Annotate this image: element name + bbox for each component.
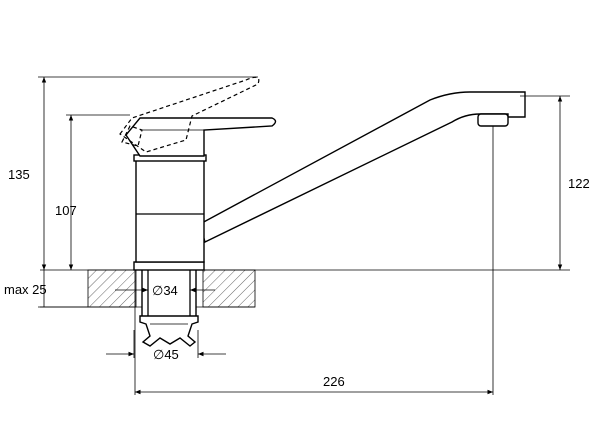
lever-handle-raised-outline [119,76,260,153]
dimension-nut-diameter: ∅45 [106,330,226,362]
dimension-overall-height: 135 [8,77,47,270]
dimension-counter-thickness: max 25 [4,270,47,307]
faucet-body [133,154,207,263]
lever-handle [125,117,277,157]
body-height-label: 107 [55,203,77,218]
counter-thickness-label: max 25 [4,282,47,297]
dimension-spout-height: 122 [557,96,590,270]
overall-height-label: 135 [8,167,30,182]
mounting-shank [133,261,205,318]
mount-diameter-label: ∅34 [152,283,178,298]
dimension-body-height: 107 [55,115,77,270]
countertop [40,269,570,308]
extension-lines [38,76,570,395]
spout [199,91,526,243]
dimension-spout-reach: 226 [135,374,493,395]
dimension-mount-diameter: ∅34 [115,283,215,298]
fixing-nut [139,315,199,347]
nut-diameter-label: ∅45 [153,347,179,362]
spout-height-label: 122 [568,176,590,191]
spout-reach-label: 226 [323,374,345,389]
